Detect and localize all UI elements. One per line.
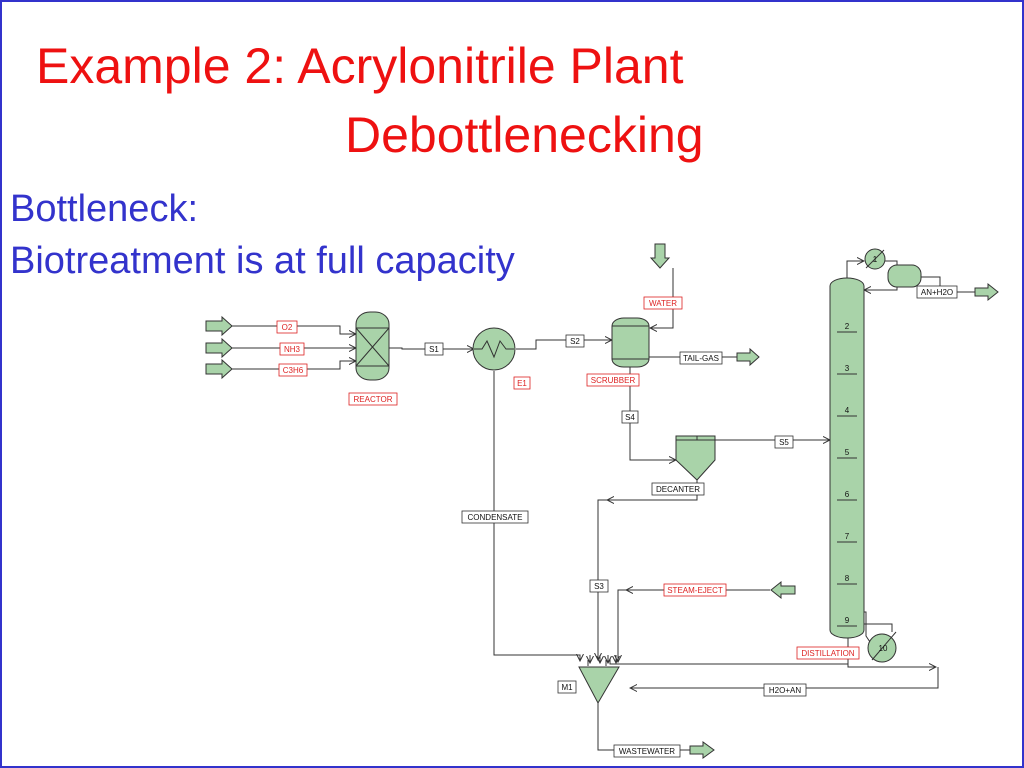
heat-exchanger-icon [472,327,516,371]
stage-1-label: 1 [873,255,878,264]
c3h6-feed-arrow-icon [205,358,233,380]
reactor-vessel-icon [355,311,390,381]
condenser-to-drum-line [885,260,898,266]
nh3-feed-arrow-icon [205,337,233,359]
decanter-label: DECANTER [656,485,700,494]
bottoms-to-mixer-line [609,659,848,665]
condenser-icon [864,248,886,270]
stage-9-label: 9 [845,616,850,625]
s5-label: S5 [779,438,789,447]
s4-line [629,367,676,460]
s3-label-box [589,579,609,593]
stage-7-label: 7 [845,532,850,541]
decanter-vessel-icon [675,435,716,481]
nh3-label-box [279,342,305,356]
water-label: WATER [649,299,677,308]
reactor-label: REACTOR [354,395,393,404]
an-h2o-label: AN+H2O [921,288,953,297]
stage-6-label: 6 [845,490,850,499]
water-feed-arrow-icon [649,243,671,269]
scrubber-label: SCRUBBER [591,376,636,385]
mixer-inlet-stubs [587,660,607,666]
an-h2o-label-box [916,285,958,299]
stage-4-label: 4 [845,406,850,415]
stage-5-label: 5 [845,448,850,457]
reflux-drum-icon [887,264,922,288]
h2o-an-label: H2O+AN [769,686,801,695]
condensate-label-box [461,510,529,524]
scrubber-vessel-icon [611,317,650,368]
steam-eject-label: STEAM-EJECT [667,586,723,595]
tail-gas-label-box [679,351,723,365]
water-line [650,268,674,328]
distillation-label-box [796,646,860,660]
o2-label-box [276,320,298,334]
s1-label-box [424,342,444,356]
c3h6-label-box [278,363,308,377]
h2o-an-label-box [763,683,807,697]
e1-label-box [513,376,531,390]
steam-eject-feed-arrow-icon [770,580,796,600]
column-tray-lines [837,331,857,627]
decanter-label-box [651,482,705,496]
s2-label-box [565,334,585,348]
bottleneck-description: Biotreatment is at full capacity [10,240,515,282]
mixer-icon [578,666,620,705]
o2-label: O2 [282,323,293,332]
slide-title-line2: Debottlenecking [345,107,704,163]
wastewater-product-arrow-icon [689,741,715,759]
c3h6-label: C3H6 [283,366,304,375]
m1-label-box [557,680,577,694]
steam-eject-label-box [663,583,727,597]
scrubber-label-box [586,373,640,387]
reboiler-icon [867,631,897,663]
condensate-label: CONDENSATE [468,513,523,522]
reflux-line [864,286,898,290]
stage-3-label: 3 [845,364,850,373]
tail-gas-arrow-icon [736,347,760,367]
stage-10-label: 10 [879,644,888,653]
s3-line [598,480,698,660]
bottleneck-heading: Bottleneck: [10,188,198,230]
m1-label: M1 [561,683,573,692]
wastewater-label: WASTEWATER [619,747,675,756]
an-h2o-line [921,276,975,293]
stage-8-label: 8 [845,574,850,583]
overhead-vapor-line [846,261,864,280]
water-label-box [643,296,683,310]
s1-label: S1 [429,345,439,354]
o2-feed-arrow-icon [205,315,233,337]
nh3-label: NH3 [284,345,301,354]
s2-line [516,340,612,350]
steam-eject-line [618,589,770,662]
e1-label: E1 [517,379,527,388]
distillation-label: DISTILLATION [801,649,854,658]
s4-label: S4 [625,413,635,422]
reactor-label-box [348,392,398,406]
s3-label: S3 [594,582,604,591]
s4-label-box [621,410,639,424]
wastewater-label-box [613,744,681,758]
stage-2-label: 2 [845,322,850,331]
slide-title-line1: Example 2: Acrylonitrile Plant [36,38,684,94]
tail-gas-label: TAIL-GAS [683,354,719,363]
s2-label: S2 [570,337,580,346]
an-h2o-product-arrow-icon [974,282,999,302]
wastewater-line [597,702,690,751]
s5-label-box [774,435,794,449]
